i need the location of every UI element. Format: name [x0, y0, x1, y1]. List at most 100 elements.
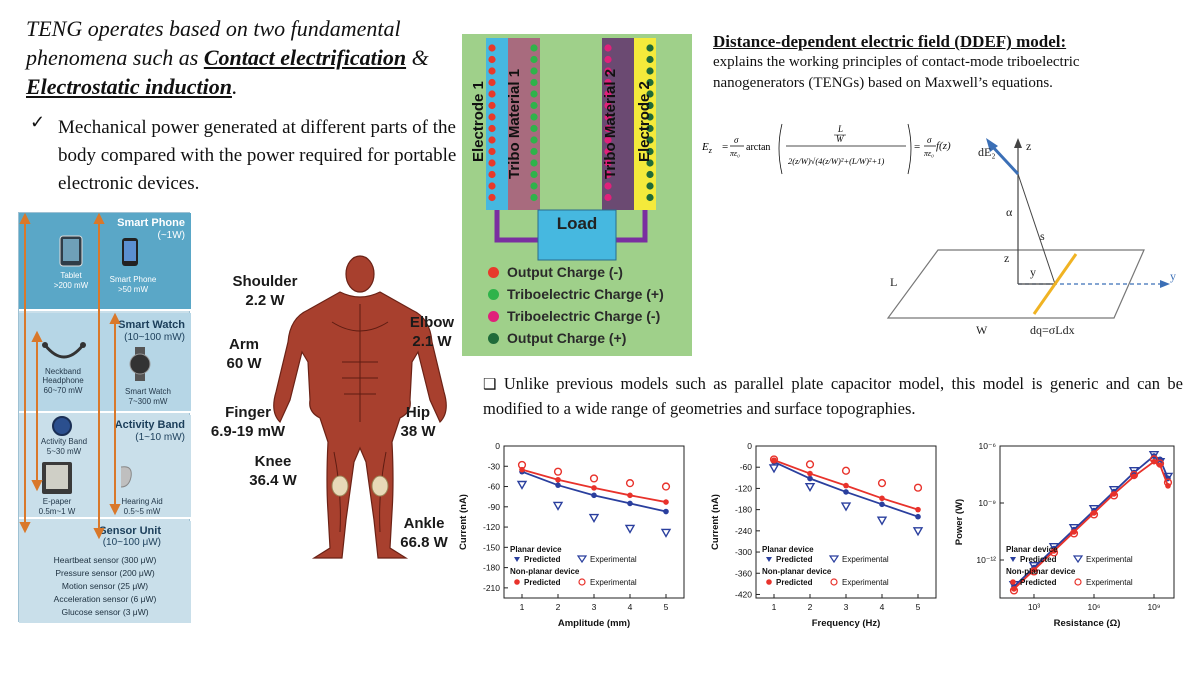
- output-charge-positive-dot: [646, 136, 654, 144]
- output-charge-negative-dot: [488, 67, 496, 75]
- output-charge-negative-dot: [488, 113, 496, 121]
- experimental-circle-point: [1155, 459, 1165, 468]
- legend-group-label: Non-planar device: [1006, 567, 1076, 576]
- experimental-circle-point: [1163, 478, 1173, 487]
- legend-predicted-label: Predicted: [1020, 578, 1057, 587]
- x-tick-label: 3: [844, 602, 849, 612]
- output-charge-negative-dot: [488, 101, 496, 110]
- teng-schematic: Electrode 1 Tribo Material 1 Tribo Mater…: [462, 34, 692, 356]
- sensor-item: Pressure sensor (200 μW): [55, 568, 155, 578]
- smartphone-label: Smart Phone: [109, 275, 157, 284]
- s-label: s: [1040, 229, 1045, 243]
- experimental-triangle-point: [1028, 562, 1040, 572]
- experimental-circle-point: [1109, 491, 1119, 500]
- experimental-circle-point: [913, 483, 923, 492]
- intro-text-post: .: [231, 74, 238, 99]
- circuit-wire: [494, 210, 648, 243]
- svg-text:σ: σ: [734, 135, 739, 145]
- neckband-label: Neckband Headphone: [42, 367, 84, 385]
- tribo-charge-negative-dot: [604, 159, 612, 167]
- hip-label: Hip: [405, 404, 431, 421]
- legend-predicted-label: Predicted: [776, 578, 813, 587]
- experimental-triangle-point: [1108, 486, 1120, 496]
- charge-plane: [886, 249, 1145, 319]
- output-charge-positive-dot: [646, 182, 654, 190]
- teng-legend-item: Triboelectric Charge (-): [488, 308, 660, 324]
- y-tick-label: 0: [747, 441, 752, 451]
- experimental-circle-point: [1089, 510, 1099, 519]
- body-label-hip: Hip 38 W: [396, 403, 440, 441]
- y-axis-label: Power (W): [954, 499, 965, 545]
- teng-legend-label: Output Charge (+): [507, 330, 627, 346]
- experimental-circle-point: [1069, 529, 1079, 538]
- experimental-triangle-point: [840, 502, 852, 512]
- smartwatch-icon: [129, 347, 151, 381]
- finger-label: Finger: [225, 404, 271, 421]
- predicted-point: [663, 499, 669, 505]
- legend-marker-predicted-nonplanar: [1010, 579, 1016, 585]
- experimental-circle-point: [517, 460, 527, 470]
- electrode-2-label: Electrode 2: [636, 81, 653, 163]
- body-label-knee: Knee 36.4 W: [240, 452, 306, 490]
- sensor-unit-section: Sensor Unit (10~100 μW) Heartbeat sensor…: [19, 521, 191, 623]
- y-axis-label: Current (nA): [458, 494, 469, 550]
- x-tick-label: 4: [880, 602, 885, 612]
- legend-marker-predicted-planar: [514, 557, 520, 562]
- hip-value: 38 W: [400, 423, 436, 440]
- predicted-point: [915, 506, 921, 513]
- tribo-charge-positive-dot: [530, 124, 538, 133]
- de2-vector: [990, 144, 1020, 176]
- svg-text:=: =: [722, 141, 728, 153]
- eq-fz: f(z): [936, 140, 951, 152]
- output-charge-negative-dot: [488, 182, 496, 190]
- tribo-charge-negative-dot: [604, 170, 612, 179]
- predicted-point: [627, 492, 633, 499]
- elbow-label: Elbow: [409, 314, 455, 331]
- sensor-item: Heartbeat sensor (300 μW): [53, 555, 157, 565]
- experimental-triangle-point: [1128, 467, 1140, 477]
- knee-label: Knee: [254, 453, 292, 470]
- y-axis-label: y: [1170, 269, 1176, 283]
- ddef-description: explains the working principles of conta…: [713, 54, 1080, 91]
- tribo-charge-negative-dot: [604, 78, 612, 87]
- tribo-charge-negative-dot: [604, 113, 612, 121]
- tribo-charge-negative-dot: [604, 101, 612, 110]
- legend-group-label: Planar device: [762, 545, 814, 554]
- activity-band-power: 5~30 mW: [46, 447, 82, 456]
- experimental-triangle-point: [912, 527, 924, 537]
- x-axis-label: Frequency (Hz): [812, 618, 881, 629]
- y-tick-label: -90: [488, 502, 501, 512]
- x-axis-label: Amplitude (mm): [558, 618, 630, 629]
- x-tick-label: 2: [556, 602, 561, 612]
- tribo-charge-negative-dot: [604, 136, 612, 144]
- predicted-point: [591, 492, 597, 499]
- svg-text:=: =: [914, 141, 920, 153]
- predicted-point: [555, 482, 561, 488]
- s-line: [1017, 173, 1056, 285]
- output-charge-positive-dot: [646, 44, 654, 52]
- svg-text:L: L: [837, 124, 843, 134]
- ddef-equation: Ez = σ πε₀ arctan L W 2(z/W)√(4(z/W)²+(L…: [701, 123, 936, 175]
- y-tick-label: 0: [495, 441, 500, 451]
- experimental-circle-point: [1029, 567, 1039, 576]
- experimental-circle-point: [625, 479, 635, 488]
- eq-e: E: [701, 141, 709, 153]
- legend-marker-experimental-nonplanar: [578, 578, 586, 586]
- neckband-power: 60~70 mW: [43, 386, 83, 395]
- term-contact-electrification: Contact electrification: [203, 45, 407, 70]
- smartwatch-section: Smart Watch (10~100 mW) Neckband Headpho…: [19, 313, 191, 413]
- y-tick-label: -150: [483, 542, 500, 552]
- tablet-label: Tablet: [60, 271, 82, 280]
- tribo-charge-negative-dot: [604, 124, 612, 133]
- checkmark-icon: ✓: [30, 112, 46, 132]
- arm-value: 60 W: [226, 355, 262, 372]
- output-charge-negative-dot: [488, 136, 496, 144]
- experimental-triangle-point: [552, 501, 564, 511]
- ankle-label: Ankle: [403, 515, 445, 532]
- output-charge-positive-dot: [646, 67, 654, 75]
- experimental-triangle-point: [876, 516, 888, 526]
- muscle-body-figure: [273, 255, 447, 559]
